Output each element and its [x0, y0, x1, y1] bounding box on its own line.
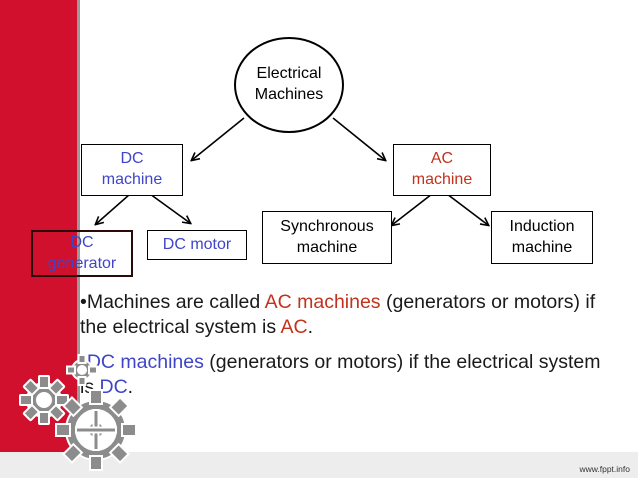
- arrow-root-to-ac: [332, 117, 385, 160]
- bullet-text-segment: .: [127, 376, 134, 399]
- bullet-text-segment: •DC machines: [80, 350, 204, 373]
- bullet-text-segment: AC: [280, 316, 308, 339]
- node-synchronous-machine: Synchronous machine: [262, 211, 392, 264]
- bullet-text-segment: .: [307, 316, 313, 339]
- node-electrical-machines: Electrical Machines: [234, 37, 344, 133]
- node-dc-motor: DC motor: [147, 230, 247, 260]
- bullet-text-segment: DC: [99, 376, 128, 399]
- bullet-list: •Machines are called AC machines (genera…: [80, 290, 610, 409]
- arrow-ac-to-synchronous: [392, 193, 433, 225]
- node-dc-machine: DC machine: [81, 144, 183, 196]
- node-induction-machine: Induction machine: [491, 211, 593, 264]
- arrow-dc-to-generator: [96, 193, 131, 224]
- bullet-text-segment: •Machines are called: [80, 291, 265, 313]
- arrow-ac-to-induction: [446, 193, 488, 225]
- bullet-text-segment: (generators or motors) if the electrical…: [80, 291, 596, 339]
- node-dc-generator: DC generator: [31, 230, 133, 277]
- arrow-dc-to-motor: [149, 193, 190, 223]
- gear-icon: [19, 354, 137, 471]
- side-bar-edge: [77, 0, 80, 478]
- node-ac-machine: AC machine: [393, 144, 491, 196]
- footer-url: www.fppt.info: [579, 464, 630, 474]
- arrow-root-to-dc: [192, 117, 245, 160]
- bullet-text-segment: AC machines: [264, 291, 381, 313]
- bullet-item: •DC machines (generators or motors) if t…: [80, 350, 610, 401]
- bullet-item: •Machines are called AC machines (genera…: [80, 290, 610, 341]
